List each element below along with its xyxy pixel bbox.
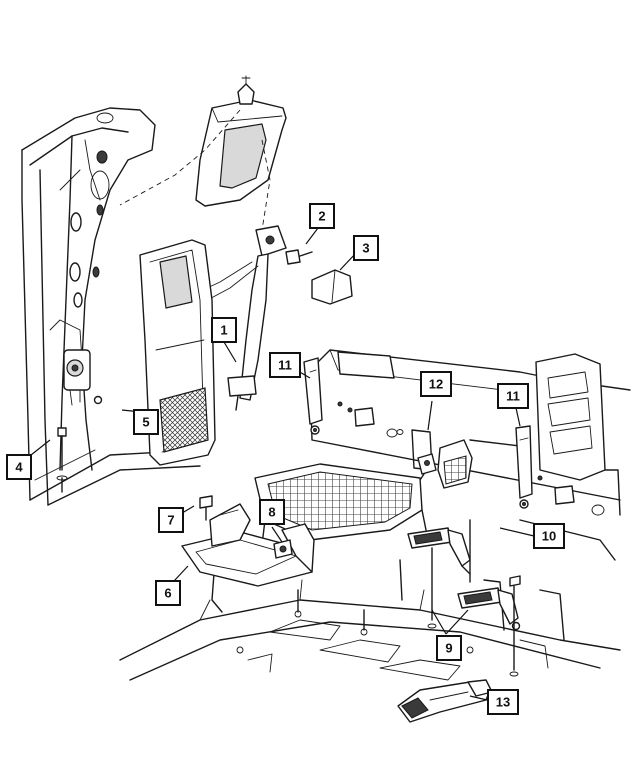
callout-5-label: 5 (142, 415, 149, 430)
bolt-part-7 (199, 495, 213, 521)
callout-11-right: 11 (497, 383, 529, 409)
callout-11-right-label: 11 (506, 389, 520, 404)
callout-8: 8 (259, 499, 285, 525)
callout-6-label: 6 (164, 586, 171, 601)
quarter-trim-panel (139, 239, 216, 466)
side-body-panel (21, 107, 201, 506)
upper-trim-cover (195, 75, 287, 207)
buckle-lower (457, 581, 521, 677)
callout-4: 4 (6, 454, 32, 480)
callout-3: 3 (353, 235, 379, 261)
callout-12-label: 12 (429, 377, 443, 392)
retractor-belt-left (303, 357, 323, 435)
callout-2: 2 (309, 203, 335, 229)
floor-pan (119, 519, 621, 681)
buckle-strap (397, 679, 493, 723)
callout-1-label: 1 (220, 323, 227, 338)
callout-7-label: 7 (167, 513, 174, 528)
callout-1: 1 (211, 317, 237, 343)
seat-bracket (181, 503, 315, 587)
callout-12: 12 (420, 371, 452, 397)
callout-13-label: 13 (496, 695, 510, 710)
floor-bolts (294, 589, 368, 636)
buckle-upper (407, 519, 471, 629)
anchor-bolt (56, 427, 68, 493)
seat-back-frame (535, 353, 606, 481)
callout-9: 9 (436, 635, 462, 661)
callout-11-left-label: 11 (278, 358, 292, 373)
nut-part-8 (273, 539, 293, 559)
bolt-part-10 (509, 575, 521, 587)
callout-13: 13 (487, 689, 519, 715)
callout-7: 7 (158, 507, 184, 533)
callout-10: 10 (533, 523, 565, 549)
callout-2-label: 2 (318, 209, 325, 224)
center-guide-bracket (417, 439, 473, 489)
callout-9-label: 9 (445, 641, 452, 656)
callout-8-label: 8 (268, 505, 275, 520)
belt-retractor (63, 349, 103, 406)
callout-3-label: 3 (362, 241, 369, 256)
callout-4-label: 4 (15, 460, 23, 475)
cap-cover (311, 269, 353, 305)
retractor-belt-right (515, 425, 533, 509)
callout-11-left: 11 (269, 352, 301, 378)
callout-5: 5 (133, 409, 159, 435)
storage-tray (254, 463, 427, 546)
callout-10-label: 10 (542, 529, 556, 544)
callout-6: 6 (155, 580, 181, 606)
